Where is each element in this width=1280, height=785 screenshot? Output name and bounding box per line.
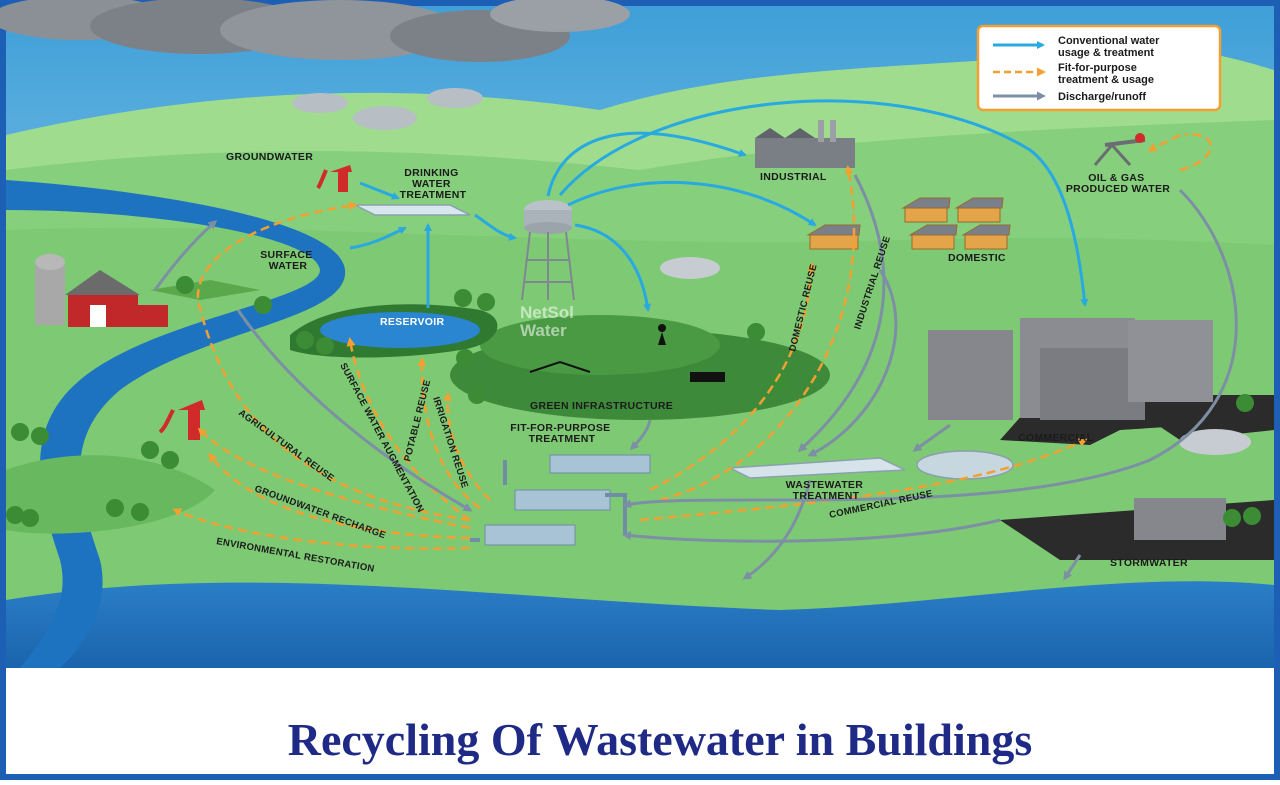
domestic-houses [806,197,1011,250]
label-commercial: COMMERCIAL [1018,432,1094,444]
label-sw-2: WATER [269,260,308,272]
label-sw-1: SURFACE [260,249,312,261]
green-infrastructure-park-top [480,315,720,375]
rain-cloud-icon [292,88,1251,455]
label-green-infrastructure: GREEN INFRASTRUCTURE [530,400,673,412]
watermark-line-1: NetSol [520,303,574,322]
label-fit-for-purpose-treatment: FIT-FOR-PURPOSE TREATMENT [510,422,613,445]
label-wwt-2: TREATMENT [793,490,860,502]
legend-label-discharge: Discharge/runoff [1058,91,1146,103]
legend-label-fit-1: Fit-for-purpose [1058,62,1137,74]
left-hill [6,455,215,534]
trees [6,276,1261,527]
farm [35,254,260,327]
label-reservoir: RESERVOIR [380,316,444,328]
conventional-flows [349,99,1089,312]
label-oil-gas: OIL & GAS PRODUCED WATER [1066,172,1170,195]
park-people-icon [529,324,725,382]
commercial-pavement [1150,408,1274,440]
discharge-flows [153,174,1238,581]
label-og-1: OIL & GAS [1088,172,1144,184]
label-dwt-1: DRINKING [404,167,458,179]
label-dwt-2: WATER [412,178,451,190]
river [6,180,346,668]
caption-panel [6,668,1274,774]
groundwater-pump-icon [316,165,352,192]
label-groundwater: GROUNDWATER [226,151,313,163]
fit-for-purpose-tanks [470,454,651,546]
sea [6,581,1274,668]
label-wastewater-treatment: WASTEWATER TREATMENT [786,479,867,502]
label-surface-water: SURFACE WATER [260,249,316,272]
water-tower-icon [521,200,575,301]
legend-label-conventional-1: Conventional water [1058,35,1160,47]
industrial-factory-icon [755,120,855,168]
label-og-2: PRODUCED WATER [1066,183,1170,195]
label-drinking-water-treatment: DRINKING WATER TREATMENT [400,167,467,201]
wastewater-treatment-plant [727,457,906,479]
label-industrial: INDUSTRIAL [760,171,827,183]
farm-pump-icon [158,400,205,440]
legend-label-fit-2: treatment & usage [1058,74,1154,86]
label-fft-2: TREATMENT [529,433,596,445]
reservoir [320,312,480,348]
wastewater-clarifier [916,450,1014,480]
label-domestic: DOMESTIC [948,252,1006,264]
caption-title: Recycling Of Wastewater in Buildings [288,714,1033,765]
oil-pump-icon [1093,133,1146,167]
label-dwt-3: TREATMENT [400,189,467,201]
watermark-line-2: Water [520,321,567,340]
label-fft-1: FIT-FOR-PURPOSE [510,422,610,434]
label-wwt-1: WASTEWATER [786,479,864,491]
fit-for-purpose-flows [172,133,1212,550]
label-stormwater: STORMWATER [1110,557,1188,569]
drinking-water-plant [354,204,471,216]
legend-label-conventional-2: usage & treatment [1058,47,1154,59]
storm-clouds [0,0,630,62]
commercial-buildings [928,318,1226,540]
